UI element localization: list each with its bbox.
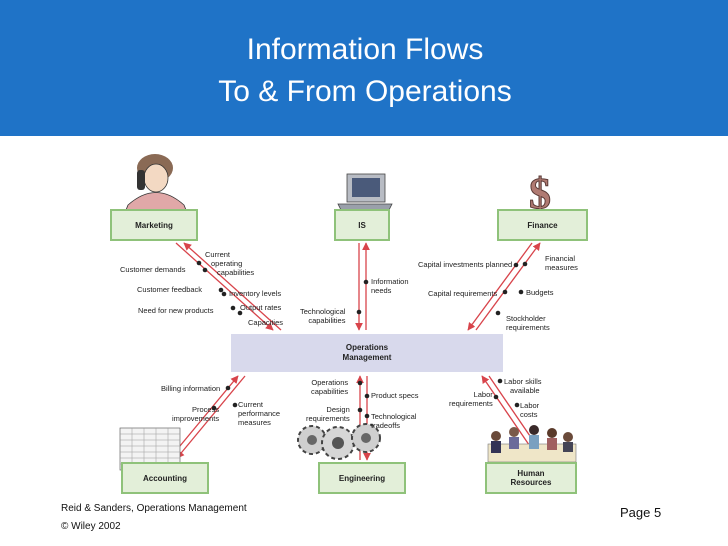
finance-out-arrow bbox=[467, 242, 533, 331]
gears-icon bbox=[297, 423, 381, 460]
marketing-box: Marketing bbox=[110, 209, 198, 241]
computer-icon bbox=[337, 173, 393, 213]
accounting-box: Accounting bbox=[121, 462, 209, 494]
label-capacities: Capacities bbox=[248, 318, 284, 327]
label-current-operating-capabilities: Current operating capabilities bbox=[205, 250, 255, 277]
page-number: Page 5 bbox=[620, 505, 662, 520]
label-product-specs: Product specs bbox=[371, 391, 419, 400]
finance-in-arrow bbox=[475, 242, 541, 331]
label-need-new-products: Need for new products bbox=[138, 306, 214, 315]
footer-citation: Reid & Sanders, Operations Management bbox=[61, 503, 247, 514]
hr-box-line-2: Resources bbox=[510, 478, 552, 487]
businesswoman-phone-icon bbox=[125, 154, 187, 211]
operations-box-line-2: Management bbox=[342, 353, 392, 362]
engineering-box: Engineering bbox=[318, 462, 406, 494]
title-banner: Information Flows To & From Operations bbox=[0, 0, 728, 136]
operations-box-line-1: Operations bbox=[345, 343, 389, 352]
label-capital-requirements: Capital requirements bbox=[428, 289, 498, 298]
svg-text:$: $ bbox=[529, 169, 551, 218]
hr-box-line-1: Human bbox=[517, 469, 545, 478]
meeting-people-icon bbox=[487, 425, 577, 463]
label-customer-feedback: Customer feedback bbox=[137, 285, 203, 294]
title-line-1: Information Flows bbox=[246, 33, 484, 66]
label-output-rates: Output rates bbox=[240, 303, 282, 312]
label-customer-demands: Customer demands bbox=[120, 265, 186, 274]
label-capital-investments-planned: Capital investments planned bbox=[418, 260, 513, 269]
title-line-2: To & From Operations bbox=[218, 75, 512, 108]
is-box: IS bbox=[334, 209, 390, 241]
accounting-in-arrow bbox=[176, 375, 246, 459]
finance-box: Finance bbox=[497, 209, 588, 241]
label-budgets: Budgets bbox=[526, 288, 554, 297]
marketing-in-arrow bbox=[183, 242, 282, 331]
dollar-sign-icon: $ bbox=[529, 169, 552, 219]
label-billing-information: Billing information bbox=[161, 384, 221, 393]
label-inventory-levels: Inventory levels bbox=[229, 289, 282, 298]
marketing-out-arrow bbox=[175, 242, 274, 331]
footer-copyright: © Wiley 2002 bbox=[61, 521, 121, 532]
